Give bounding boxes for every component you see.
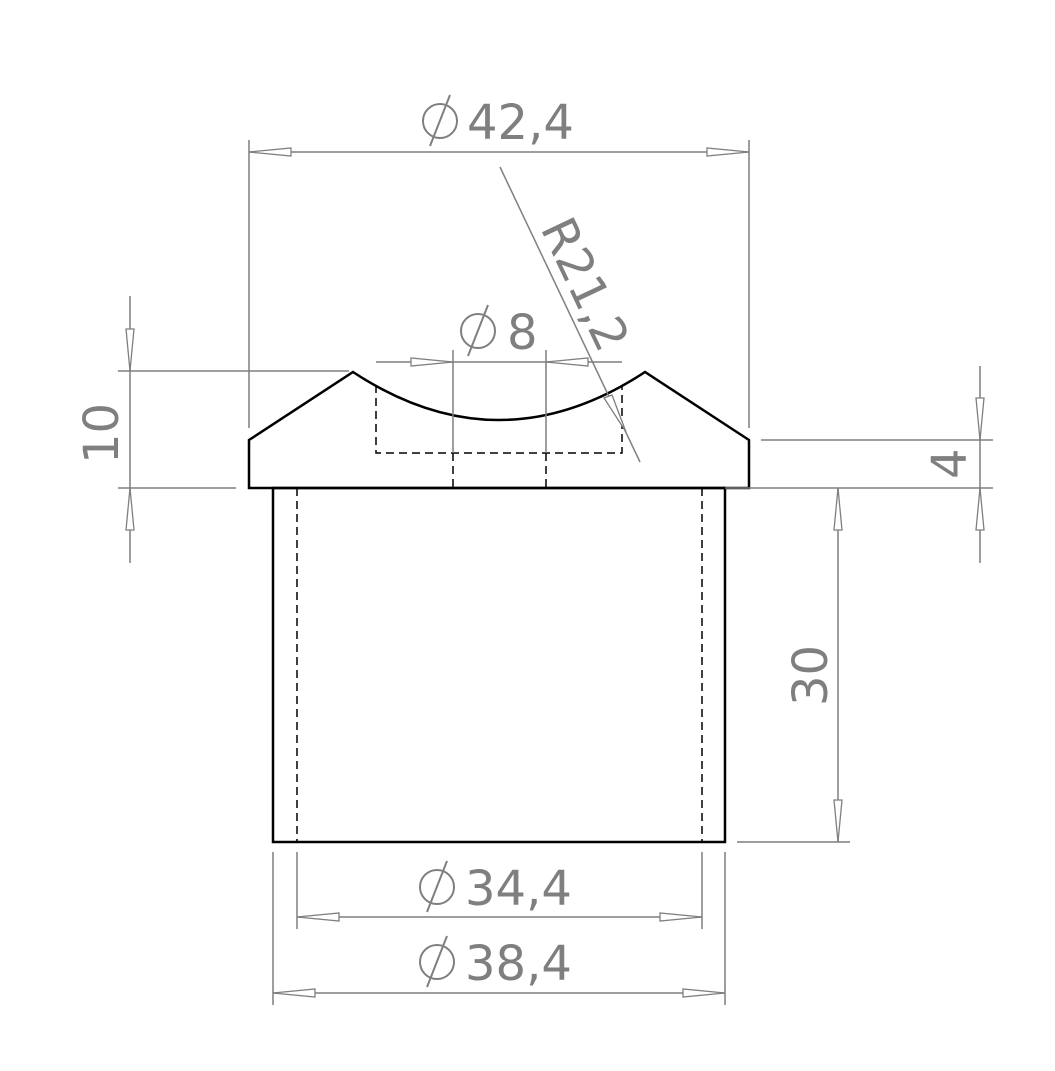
arrowhead-left — [410, 357, 454, 367]
chamfer-height-value: 4 — [922, 448, 978, 479]
hidden-lines — [296, 385, 703, 842]
cap-outline — [247, 370, 751, 490]
hidden-bore-outline — [375, 385, 623, 454]
arrowhead-right — [659, 912, 703, 922]
arrowhead-right — [682, 988, 726, 998]
radius-value: R21,2 — [529, 209, 640, 360]
dimension-inner-diameter: 34,4 — [296, 852, 703, 929]
arrowhead-right — [706, 147, 750, 157]
outer-diameter-value: 38,4 — [465, 936, 572, 992]
dimension-head-height: 10 — [74, 296, 349, 563]
diameter-symbol — [460, 304, 496, 357]
dimension-outer-diameter: 38,4 — [272, 852, 726, 1005]
arrowhead-left — [248, 147, 292, 157]
shank-outline — [271, 486, 727, 844]
hole-diameter-value: 8 — [507, 305, 538, 361]
arrowhead-bottom — [833, 799, 843, 843]
arrowhead — [603, 394, 627, 433]
arrowhead-top — [125, 328, 135, 372]
dimension-hole-diameter: 8 — [376, 304, 622, 453]
inner-diameter-value: 34,4 — [465, 861, 572, 917]
arrowhead-left — [296, 912, 340, 922]
arrowhead-right — [545, 357, 589, 367]
arrowhead-left — [272, 988, 316, 998]
arrowhead-top — [975, 397, 985, 441]
arrowhead-bottom — [125, 487, 135, 531]
diameter-symbol — [419, 935, 455, 988]
head-height-value: 10 — [74, 403, 130, 464]
shank-length-value: 30 — [783, 645, 839, 706]
diameter-symbol — [422, 94, 458, 147]
top-diameter-value: 42,4 — [467, 95, 574, 151]
dimension-shank-length: 30 — [737, 487, 850, 843]
arrowhead-bottom — [975, 487, 985, 531]
dimension-top-diameter: 42,4 — [248, 94, 750, 428]
arrowhead-top — [833, 487, 843, 531]
dimension-chamfer-height: 4 — [725, 366, 993, 563]
part-outline — [247, 370, 751, 844]
diameter-symbol — [419, 860, 455, 913]
